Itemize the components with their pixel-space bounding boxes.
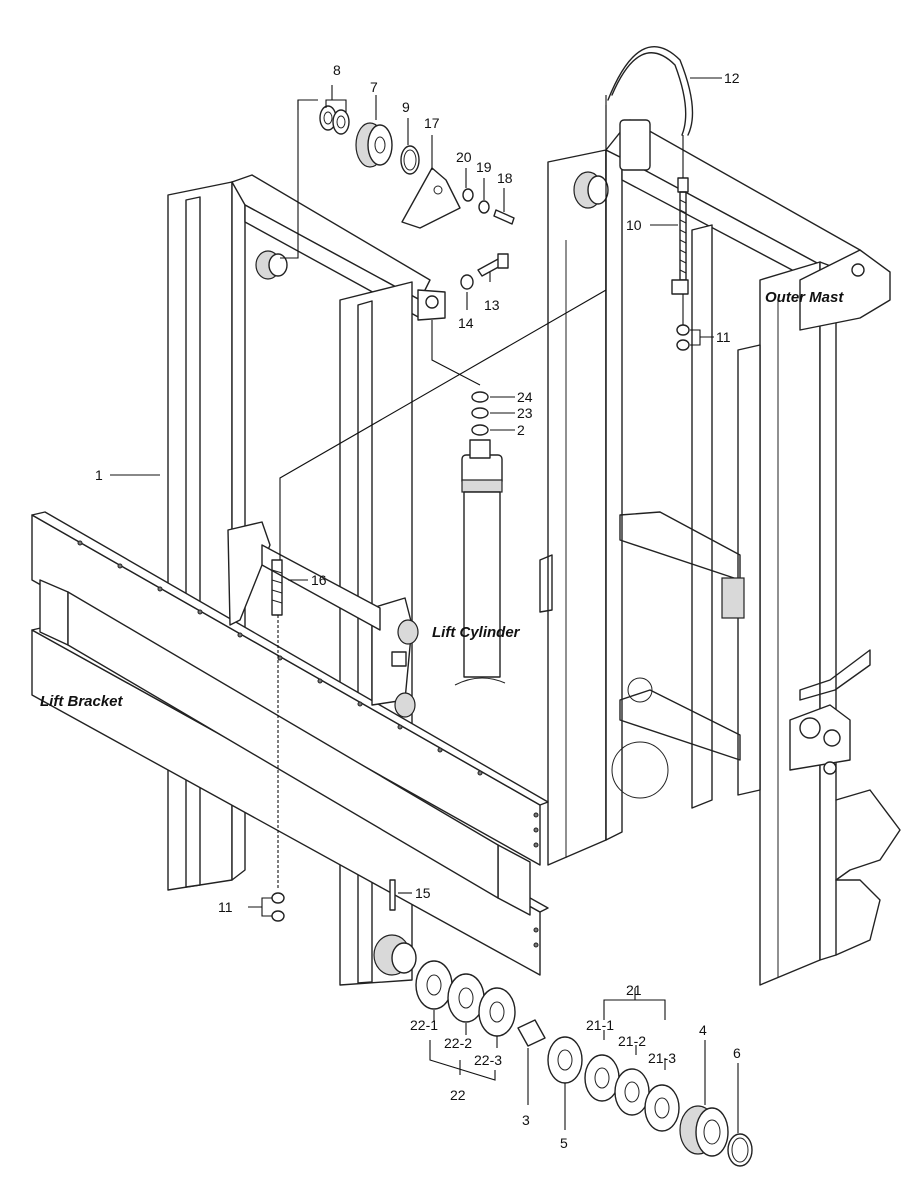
callout-10: 10 [626, 217, 642, 233]
callout-4: 4 [699, 1022, 707, 1038]
callout-9: 9 [402, 99, 410, 115]
outer-mast-label: Outer Mast [765, 289, 844, 306]
callout-11-top: 11 [716, 329, 731, 345]
callout-12: 12 [724, 70, 740, 86]
callout-22: 22 [450, 1087, 466, 1103]
callout-1: 1 [95, 467, 103, 483]
callout-17: 17 [424, 115, 440, 131]
callout-23: 23 [517, 405, 533, 421]
callout-21-1: 21-1 [586, 1017, 614, 1033]
callout-22-3: 22-3 [474, 1052, 502, 1068]
callout-13: 13 [484, 297, 500, 313]
callout-numbers: 1 8 7 9 17 20 19 18 12 10 13 14 11 24 23… [95, 62, 741, 1151]
callout-22-2: 22-2 [444, 1035, 472, 1051]
lift-bracket [31, 511, 549, 976]
callout-21: 21 [626, 982, 642, 998]
callout-22-1: 22-1 [410, 1017, 438, 1033]
callout-11-bottom: 11 [218, 899, 233, 915]
lift-bracket-label: Lift Bracket [40, 693, 124, 710]
small-parts [271, 45, 753, 1167]
callout-14: 14 [458, 315, 474, 331]
lift-cylinder-label: Lift Cylinder [432, 624, 521, 641]
callout-3: 3 [522, 1112, 530, 1128]
callout-2: 2 [517, 422, 525, 438]
leader-lines [110, 77, 739, 1133]
callout-21-3: 21-3 [648, 1050, 676, 1066]
callout-24: 24 [517, 389, 533, 405]
callout-15: 15 [415, 885, 431, 901]
callout-5: 5 [560, 1135, 568, 1151]
callout-20: 20 [456, 149, 472, 165]
lift-cylinder [454, 439, 506, 686]
outer-mast [539, 119, 901, 986]
callout-16: 16 [311, 572, 327, 588]
callout-7: 7 [370, 79, 378, 95]
callout-6: 6 [733, 1045, 741, 1061]
callout-18: 18 [497, 170, 513, 186]
callout-21-2: 21-2 [618, 1033, 646, 1049]
callout-8: 8 [333, 62, 341, 78]
callout-19: 19 [476, 159, 492, 175]
